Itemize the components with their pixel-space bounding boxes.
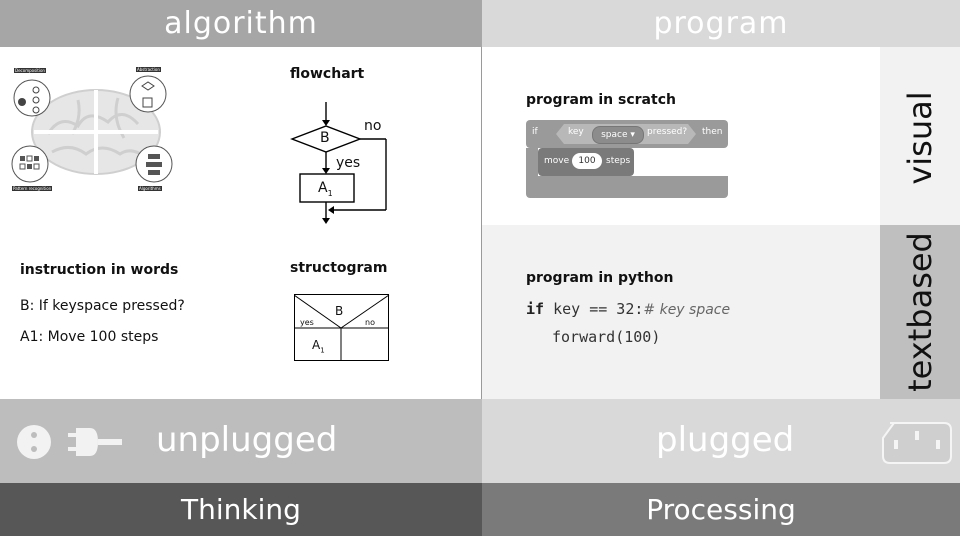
python-code-line-2: forward(100) (552, 328, 661, 346)
computational-thinking-illustration: Decomposition Abstraction Pattern recogn… (8, 64, 176, 194)
textbased-side-label: textbased (901, 232, 939, 392)
structogram-title: structogram (290, 260, 388, 276)
abstraction-label: Abstraction (136, 67, 161, 72)
column-divider (481, 47, 482, 399)
python-title: program in python (526, 270, 674, 286)
scratch-key-dropdown[interactable]: space ▾ (592, 126, 644, 144)
flowchart-action-label: A1 (318, 180, 333, 198)
scratch-if-block: if key space ▾ pressed? then move 100 st… (526, 120, 728, 200)
program-header-label: program (653, 6, 789, 41)
structogram-no-label: no (365, 318, 375, 327)
scratch-if-label: if (532, 127, 538, 137)
instruction-line-1: B: If keyspace pressed? (20, 298, 185, 314)
structogram-yes-label: yes (300, 318, 314, 327)
python-panel (482, 225, 880, 399)
processing-label: Processing (646, 493, 796, 526)
scratch-key-label: key (568, 127, 584, 137)
flowchart-no-label: no (364, 118, 382, 134)
scratch-steps-value: 100 (578, 156, 596, 166)
unplugged-socket-icon (17, 425, 51, 459)
scratch-title: program in scratch (526, 92, 676, 108)
scratch-then-label: then (702, 127, 723, 137)
plugged-label: plugged (656, 420, 795, 460)
thinking-band: Thinking (0, 483, 482, 536)
flowchart-yes-label: yes (336, 155, 361, 171)
structogram-diagram (294, 294, 390, 361)
algorithms-label: Algorithms (138, 186, 162, 191)
algorithm-header-label: algorithm (164, 6, 318, 41)
textbased-side-panel (880, 225, 960, 399)
processing-band: Processing (482, 483, 960, 536)
thinking-label: Thinking (181, 493, 301, 526)
scratch-move-label: move (544, 156, 570, 166)
dropdown-caret-icon: ▾ (630, 130, 635, 140)
structogram-decision-label: B (335, 304, 344, 318)
scratch-steps-label: steps (606, 156, 631, 166)
scratch-steps-input[interactable]: 100 (572, 153, 602, 169)
flowchart-diagram (290, 102, 387, 224)
structogram-action-label: A1 (312, 338, 325, 355)
pattern-recognition-label: Pattern recognition (12, 186, 53, 191)
instruction-line-2: A1: Move 100 steps (20, 329, 159, 345)
flowchart-decision-label: B (320, 130, 330, 146)
unplugged-label: unplugged (156, 420, 338, 460)
plug-icon (68, 428, 122, 456)
algorithm-header: algorithm (0, 0, 482, 47)
brain-icon (11, 75, 173, 183)
instruction-in-words-title: instruction in words (20, 262, 179, 278)
power-socket-icon (882, 422, 952, 464)
plugged-band (482, 399, 960, 483)
python-code-line-1: if key == 32:# key space (526, 300, 730, 318)
visual-side-label: visual (901, 91, 939, 185)
visual-side-panel (880, 47, 960, 225)
scratch-pressed-label: pressed? (647, 127, 688, 137)
scratch-key-value: space (601, 130, 628, 140)
python-if-keyword: if (526, 300, 545, 318)
python-condition: key == 32: (553, 300, 644, 318)
flowchart-title: flowchart (290, 66, 365, 82)
decomposition-label: Decomposition (14, 68, 46, 73)
python-comment: # key space (643, 302, 731, 318)
program-header: program (482, 0, 960, 47)
